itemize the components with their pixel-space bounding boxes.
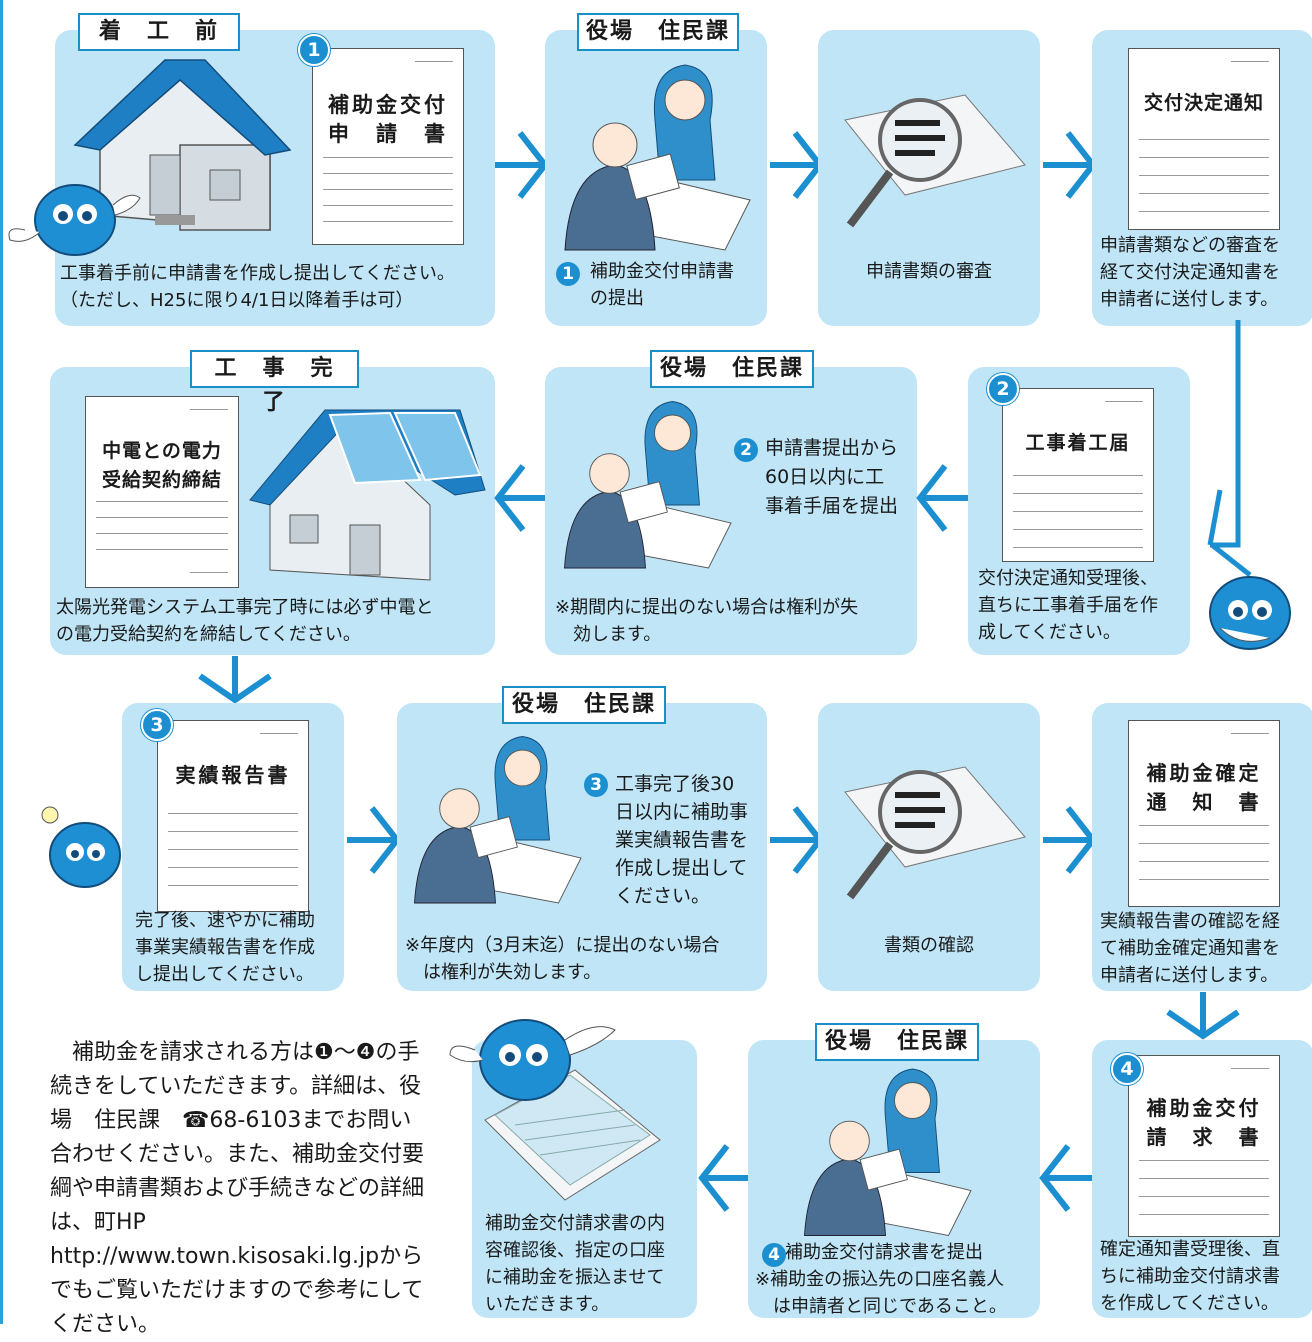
step-badge: 2 xyxy=(734,438,758,462)
step-badge: 1 xyxy=(556,262,580,286)
doc-application-form: 補助金交付 申 請 書 xyxy=(312,48,464,245)
doc-title: 補助金交付 請 求 書 xyxy=(1146,1096,1262,1149)
arrow-right-icon xyxy=(1043,806,1097,874)
doc-title: 工事着工届 xyxy=(1025,432,1131,454)
step-text: 工事完了後30 日以内に補助事 業実績報告書を 作成し提出して ください。 xyxy=(615,773,749,907)
doc-title: 補助金確定 通 知 書 xyxy=(1146,761,1262,814)
doc-construction-start-notice: 工事着工届 xyxy=(1002,388,1154,562)
arrow-right-icon xyxy=(347,806,401,874)
doc-grant-payment-request: 補助金交付 請 求 書 xyxy=(1128,1055,1280,1237)
doc-title: 補助金交付 申 請 書 xyxy=(328,93,448,146)
caption: 確定通知書受理後、直 ちに補助金交付請求書 を作成してください。 xyxy=(1100,1239,1280,1314)
caption: 太陽光発電システム工事完了時には必ず中電と の電力受給契約を締結してください。 xyxy=(56,597,434,645)
arrow-right-icon xyxy=(770,131,824,199)
caption: 補助金交付請求書を提出 ※補助金の振込先の口座名義人 は申請者と同じであること。 xyxy=(755,1242,1007,1317)
caption: 完了後、速やかに補助 事業実績報告書を作成 し提出してください。 xyxy=(135,910,315,985)
caption: 補助金交付申請書 の提出 xyxy=(590,261,734,309)
arrow-left-icon xyxy=(916,464,970,532)
doc-grant-confirmation-notice: 補助金確定 通 知 書 xyxy=(1128,720,1280,907)
label-town-office: 役場 住民課 xyxy=(502,686,666,724)
office-meeting-illustration xyxy=(564,64,751,251)
arrow-left-icon xyxy=(698,1144,752,1212)
step-text: 申請書提出から 60日以内に工 事着手届を提出 xyxy=(765,437,899,517)
step-badge: 4 xyxy=(1111,1053,1143,1085)
step-badge: 2 xyxy=(987,373,1019,405)
office-meeting-illustration xyxy=(564,401,732,569)
solar-house-illustration xyxy=(249,409,486,581)
label-construction-complete: 工 事 完 了 xyxy=(190,350,359,415)
arrow-right-icon xyxy=(770,806,824,874)
magnifier-review-icon xyxy=(844,94,1026,228)
caption: 申請書類の審査 xyxy=(866,261,992,282)
mascot-pointing xyxy=(8,184,141,256)
house-illustration xyxy=(73,59,292,231)
arrow-left-icon xyxy=(1039,1144,1093,1212)
caption: 実績報告書の確認を経 て補助金確定通知書を 申請者に送付します。 xyxy=(1100,911,1280,986)
mascot-thinking xyxy=(1209,576,1291,650)
doc-power-contract: 中電との電力 受給契約締結 xyxy=(85,396,239,588)
label-town-office: 役場 住民課 xyxy=(650,350,814,388)
caption: 交付決定通知受理後、 直ちに工事着手届を作 成してください。 xyxy=(978,568,1158,643)
caption: 工事着手前に申請書を作成し提出してください。 （ただし、H25に限り4/1日以降… xyxy=(60,263,455,311)
arrow-right-icon xyxy=(495,131,549,199)
step-badge: 1 xyxy=(298,34,330,66)
connector-arrow-down-left xyxy=(1207,320,1252,577)
bankbook-mascot-illustration xyxy=(449,1019,661,1201)
step-badge: 3 xyxy=(141,709,173,741)
arrow-down-icon xyxy=(198,656,272,704)
label-before-construction: 着 工 前 xyxy=(78,13,240,51)
label-town-office: 役場 住民課 xyxy=(815,1023,979,1061)
doc-title: 中電との電力 受給契約締結 xyxy=(101,440,222,491)
left-edge-line xyxy=(0,0,3,1324)
doc-title: 実績報告書 xyxy=(175,763,291,787)
contact-note: 補助金を請求される方は❶～❹の手続きをしていただきます。詳細は、役場 住民課 ☎… xyxy=(50,1040,425,1337)
arrow-right-icon xyxy=(1043,131,1097,199)
doc-title: 交付決定通知 xyxy=(1143,92,1264,114)
mascot-idea xyxy=(41,806,121,888)
label-town-office: 役場 住民課 xyxy=(577,13,739,51)
doc-performance-report: 実績報告書 xyxy=(157,720,309,912)
caption: 補助金交付請求書の内 容確認後、指定の口座 に補助金を振込ませて いただきます。 xyxy=(485,1213,665,1315)
caption: ※年度内（3月末迄）に提出のない場合 は権利が失効します。 xyxy=(405,935,720,983)
arrow-left-icon xyxy=(494,464,548,532)
arrow-down-icon xyxy=(1166,992,1240,1040)
office-meeting-illustration xyxy=(804,1068,972,1237)
caption: 申請書類などの審査を 経て交付決定通知書を 申請者に送付します。 xyxy=(1100,235,1280,310)
magnifier-review-icon xyxy=(844,766,1026,900)
doc-grant-decision-notice: 交付決定通知 xyxy=(1128,48,1280,230)
step-badge: 4 xyxy=(762,1243,786,1267)
caption: 書類の確認 xyxy=(884,935,974,956)
caption: ※期間内に提出のない場合は権利が失 効します。 xyxy=(555,597,859,645)
step-badge: 3 xyxy=(584,773,608,797)
office-meeting-illustration xyxy=(414,736,582,904)
